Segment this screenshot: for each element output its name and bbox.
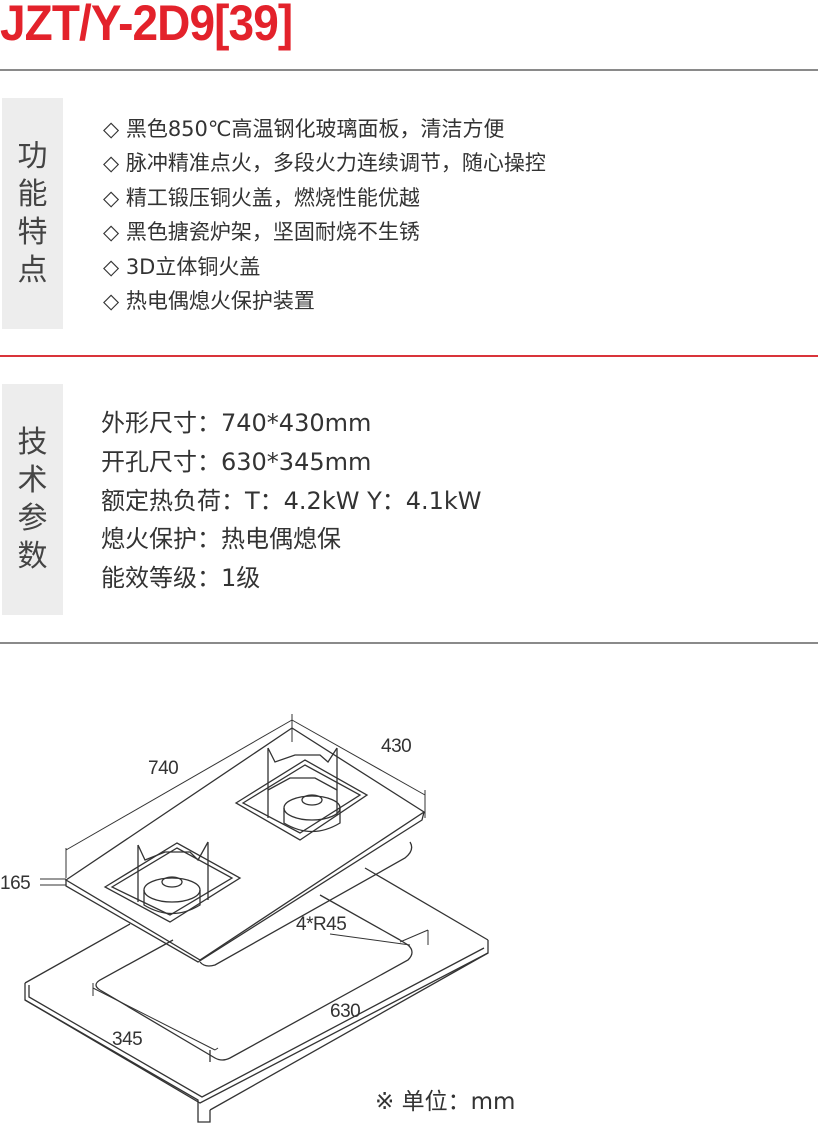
countertop <box>24 867 489 1123</box>
label-char: 术 <box>17 462 48 498</box>
feature-item: ◇ 精工锻压铜火盖，燃烧性能优越 <box>103 185 420 210</box>
feature-item: ◇ 热电偶熄火保护装置 <box>103 289 315 314</box>
model-title: JZT/Y-2D9[39] <box>0 0 293 51</box>
label-char: 数 <box>17 538 48 574</box>
specs-list: 外形尺寸：740*430mm 开孔尺寸：630*345mm 额定热负荷：T：4.… <box>101 404 482 598</box>
dimension-lines <box>40 714 429 1051</box>
spec-item: 额定热负荷：T：4.2kW Y：4.1kW <box>101 486 482 515</box>
label-char: 点 <box>17 252 48 288</box>
divider <box>0 355 818 357</box>
spec-item: 开孔尺寸：630*345mm <box>101 447 372 476</box>
label-char: 功 <box>17 138 48 174</box>
spec-item: 熄火保护：热电偶熄保 <box>101 525 341 554</box>
dim-radius-label: 4*R45 <box>296 914 347 935</box>
features-label: 功 能 特 点 <box>2 98 63 329</box>
unit-note: ※ 单位：mm <box>375 1089 516 1115</box>
feature-item: ◇ 黑色搪瓷炉架，坚固耐烧不生锈 <box>103 220 420 245</box>
feature-item: ◇ 3D立体铜火盖 <box>103 254 261 279</box>
burner-left <box>103 841 242 923</box>
dim-height-label: 165 <box>0 873 31 894</box>
label-char: 能 <box>17 176 48 212</box>
label-char: 特 <box>17 214 48 250</box>
cooktop-plate <box>64 727 426 967</box>
burner-right <box>234 747 369 841</box>
feature-item: ◇ 脉冲精准点火，多段火力连续调节，随心操控 <box>103 151 546 176</box>
divider <box>0 642 818 644</box>
specs-label: 技 术 参 数 <box>2 384 63 615</box>
dim-cut-length-label: 630 <box>330 1001 361 1022</box>
label-char: 参 <box>17 500 48 536</box>
divider <box>0 69 818 71</box>
dim-cut-width-label: 345 <box>112 1029 143 1050</box>
spec-item: 能效等级：1级 <box>101 564 261 593</box>
dim-width-label: 430 <box>381 736 412 757</box>
spec-item: 外形尺寸：740*430mm <box>101 409 372 437</box>
dim-length-label: 740 <box>148 758 179 779</box>
features-list: ◇ 黑色850℃高温钢化玻璃面板，清洁方便 ◇ 脉冲精准点火，多段火力连续调节，… <box>103 112 546 318</box>
label-char: 技 <box>17 424 48 460</box>
feature-item: ◇ 黑色850℃高温钢化玻璃面板，清洁方便 <box>103 117 505 141</box>
